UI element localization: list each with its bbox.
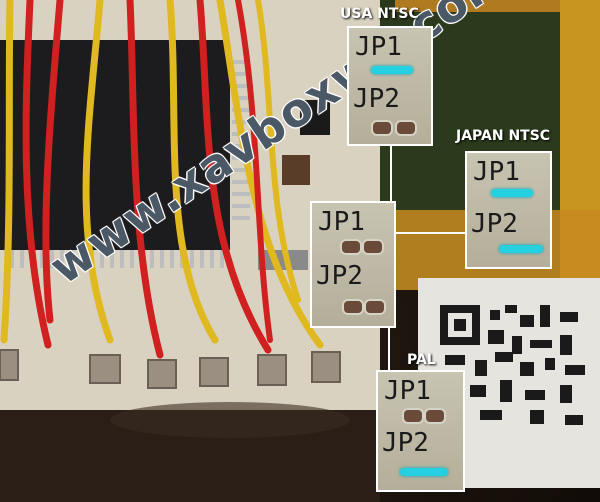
label-usa-ntsc: USA NTSC	[340, 6, 419, 22]
qr-code	[440, 305, 585, 425]
jp2-label: JP2	[471, 209, 518, 239]
jp1-pad-left	[402, 408, 424, 424]
jumper-box-original: JP1 JP2	[310, 201, 396, 328]
jumper-box-japan: JP1 JP2	[465, 151, 552, 269]
jp2-pad-left	[371, 120, 393, 136]
connector-usa	[390, 146, 392, 202]
jp1-pad-right	[424, 408, 446, 424]
jumper-box-usa: JP1 JP2	[347, 26, 433, 146]
jp2-label: JP2	[316, 261, 363, 291]
jp2-pad-right	[364, 299, 386, 315]
jp1-label: JP1	[473, 157, 520, 187]
connector-pal	[388, 328, 390, 370]
jp2-pad-right	[395, 120, 417, 136]
label-japan-ntsc: JAPAN NTSC	[456, 128, 551, 144]
jp1-label: JP1	[355, 32, 402, 62]
jp1-pad-right	[362, 239, 384, 255]
jp2-label: JP2	[382, 428, 429, 458]
label-pal: PAL	[407, 352, 436, 368]
main-chip	[0, 40, 230, 250]
jp2-label: JP2	[353, 84, 400, 114]
jp2-pad-left	[342, 299, 364, 315]
jp1-bridge	[371, 66, 413, 74]
jumper-box-pal: JP1 JP2	[376, 370, 465, 492]
jp1-pad-left	[340, 239, 362, 255]
jp1-bridge	[491, 189, 533, 197]
jp2-bridge	[499, 245, 543, 253]
jp1-label: JP1	[384, 376, 431, 406]
jp1-label: JP1	[318, 207, 365, 237]
connector-japan	[396, 232, 466, 234]
jp2-bridge	[400, 468, 448, 476]
